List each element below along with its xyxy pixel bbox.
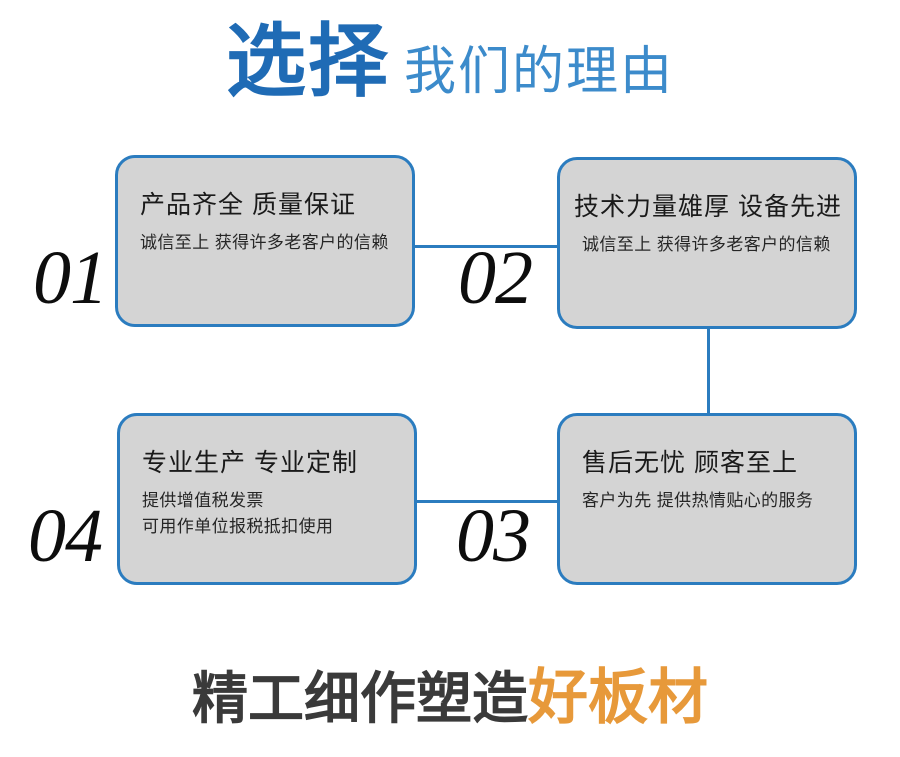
feature-card-04[interactable]: 专业生产 专业定制 提供增值税发票 可用作单位报税抵扣使用	[117, 413, 417, 585]
feature-card-04-index: 04	[28, 494, 103, 578]
feature-card-01-title: 产品齐全 质量保证	[140, 191, 356, 219]
feature-card-03-index: 03	[456, 494, 531, 578]
feature-card-03-title: 售后无忧 顾客至上	[582, 449, 798, 477]
feature-card-02-index: 02	[458, 236, 533, 320]
feature-card-04-content: 专业生产 专业定制 提供增值税发票 可用作单位报税抵扣使用	[142, 449, 400, 540]
page-title-light: 我们的理由	[403, 43, 674, 101]
feature-card-01-index: 01	[33, 236, 108, 320]
feature-card-02[interactable]: 技术力量雄厚 设备先进 诚信至上 获得许多老客户的信赖	[557, 157, 857, 329]
feature-card-02-title: 技术力量雄厚 设备先进	[574, 193, 842, 221]
footer-slogan: 精工细作塑造好板材	[0, 668, 900, 728]
feature-card-02-content: 技术力量雄厚 设备先进 诚信至上 获得许多老客户的信赖	[574, 193, 842, 258]
feature-card-03-body: 客户为先 提供热情贴心的服务	[582, 490, 814, 510]
feature-card-04-title: 专业生产 专业定制	[142, 449, 358, 477]
feature-card-01-body: 诚信至上 获得许多老客户的信赖	[140, 232, 389, 252]
connector-card-04-to-card-03	[416, 500, 560, 503]
page-title-strong: 选择	[225, 17, 390, 106]
feature-card-04-body: 提供增值税发票 可用作单位报税抵扣使用	[142, 490, 334, 537]
connector-card-01-to-card-02	[415, 245, 560, 248]
feature-card-03-content: 售后无忧 顾客至上 客户为先 提供热情贴心的服务	[582, 449, 840, 514]
connector-card-02-to-card-03	[707, 327, 710, 415]
footer-slogan-dark: 精工细作塑造	[192, 667, 528, 730]
feature-card-01-content: 产品齐全 质量保证 诚信至上 获得许多老客户的信赖	[140, 191, 398, 256]
footer-slogan-accent: 好板材	[528, 664, 708, 731]
feature-card-03[interactable]: 售后无忧 顾客至上 客户为先 提供热情贴心的服务	[557, 413, 857, 585]
feature-card-02-body: 诚信至上 获得许多老客户的信赖	[582, 234, 831, 254]
feature-card-01[interactable]: 产品齐全 质量保证 诚信至上 获得许多老客户的信赖	[115, 155, 415, 327]
page-title: 选择我们的理由	[0, 22, 900, 102]
